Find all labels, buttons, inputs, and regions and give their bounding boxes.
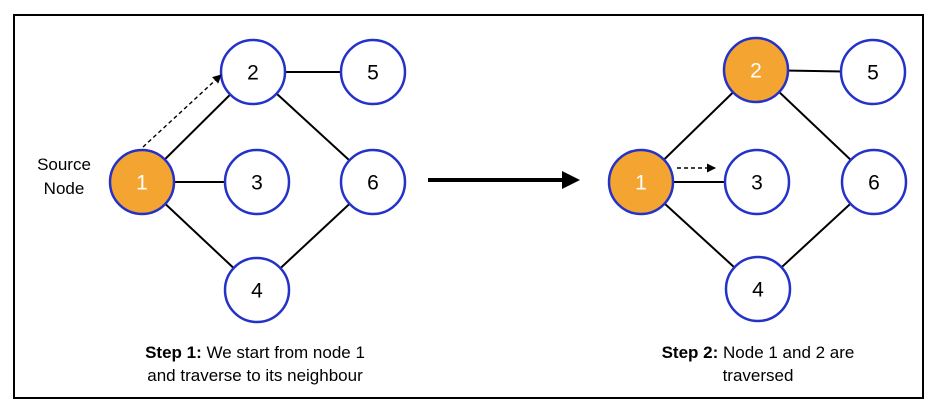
source-node-label-line2: Node bbox=[43, 179, 85, 198]
graph2-node-4-circle bbox=[724, 255, 792, 323]
graph1-node-1-circle bbox=[108, 148, 176, 216]
caption-step-2-line1: Step 2: Node 1 and 2 are bbox=[593, 341, 923, 364]
traversal-arrow-step-1 bbox=[142, 74, 222, 148]
graph1-node-2: 2 bbox=[219, 38, 287, 106]
graph2-node-4-label: 4 bbox=[752, 279, 764, 302]
graph2-node-6-label: 6 bbox=[868, 172, 880, 195]
graph1-node-3-circle bbox=[223, 148, 291, 216]
graph2-node-3-label: 3 bbox=[751, 172, 763, 195]
graph1-node-6: 6 bbox=[339, 148, 407, 216]
caption-step-1: Step 1: We start from node 1 and travers… bbox=[90, 341, 420, 387]
graph2-node-3-circle bbox=[723, 148, 791, 216]
graph1-node-6-circle bbox=[339, 148, 407, 216]
transition-arrow-head bbox=[562, 171, 580, 189]
graph1-node-5-circle bbox=[339, 38, 407, 106]
caption-step-2-bold: Step 2: bbox=[661, 343, 719, 362]
graph2-node-3: 3 bbox=[723, 148, 791, 216]
graph2-node-2-label: 2 bbox=[750, 60, 762, 83]
graph2-node-5-label: 5 bbox=[867, 62, 879, 85]
graph2-node-1-circle bbox=[607, 148, 675, 216]
caption-step-1-line2: and traverse to its neighbour bbox=[147, 366, 363, 385]
caption-step-1-line1: Step 1: We start from node 1 bbox=[90, 341, 420, 364]
graph1-node-3-label: 3 bbox=[251, 172, 263, 195]
graph1-node-4: 4 bbox=[223, 256, 291, 324]
graph-step-1: 1 2 3 4 5 6 bbox=[108, 38, 407, 324]
graph1-node-4-label: 4 bbox=[251, 280, 263, 303]
graph1-node-4-circle bbox=[223, 256, 291, 324]
graph2-node-6: 6 bbox=[840, 148, 908, 216]
source-node-label-line1: Source bbox=[37, 155, 91, 174]
caption-step-1-text: We start from node 1 bbox=[201, 343, 365, 362]
graph1-node-5-label: 5 bbox=[367, 62, 379, 85]
source-node-label: Source Node bbox=[20, 153, 108, 201]
graph2-node-1-label: 1 bbox=[635, 172, 647, 195]
graph1-node-2-label: 2 bbox=[247, 62, 259, 85]
graph2-node-1: 1 bbox=[607, 148, 675, 216]
transition-arrow bbox=[428, 171, 580, 189]
caption-step-1-bold: Step 1: bbox=[145, 343, 202, 362]
graph2-node-6-circle bbox=[840, 148, 908, 216]
graph1-node-2-circle bbox=[219, 38, 287, 106]
graph2-node-5: 5 bbox=[839, 38, 907, 106]
figure-border bbox=[13, 14, 924, 399]
graph1-node-5: 5 bbox=[339, 38, 407, 106]
graph1-node-6-label: 6 bbox=[367, 172, 379, 195]
caption-step-2-line2: traversed bbox=[722, 366, 794, 385]
graph1-node-1-label: 1 bbox=[136, 172, 148, 195]
graph2-node-2: 2 bbox=[722, 36, 790, 104]
caption-step-2: Step 2: Node 1 and 2 are traversed bbox=[593, 341, 923, 387]
graph2-node-4: 4 bbox=[724, 255, 792, 323]
graph1-node-3: 3 bbox=[223, 148, 291, 216]
graph2-node-2-circle bbox=[722, 36, 790, 104]
graph-step-2: 1 2 3 4 5 6 bbox=[607, 36, 908, 323]
caption-step-2-text: Node 1 and 2 are bbox=[718, 343, 855, 362]
graph2-node-5-circle bbox=[839, 38, 907, 106]
graph1-node-1: 1 bbox=[108, 148, 176, 216]
